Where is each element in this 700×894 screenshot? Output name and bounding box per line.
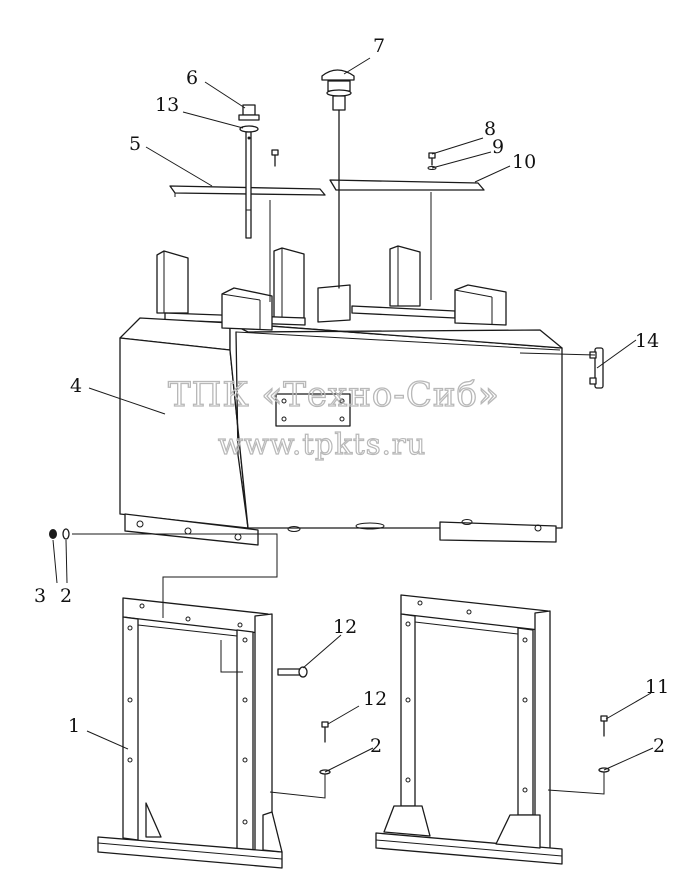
callout-3: 3 <box>34 585 46 607</box>
callout-8: 8 <box>484 118 496 140</box>
callout-2-nut: 2 <box>60 585 72 607</box>
callout-2-middle: 2 <box>370 735 382 757</box>
callout-9: 9 <box>492 136 504 158</box>
bolt-horizontal <box>277 666 308 678</box>
callout-1: 1 <box>68 715 80 737</box>
equipment-housing <box>119 317 563 546</box>
callout-4: 4 <box>70 375 82 397</box>
right-support-frame <box>375 594 563 865</box>
watermark-line-1: ТПК «Техно-Сиб» <box>168 375 500 415</box>
callout-11: 11 <box>645 676 669 698</box>
top-mounting-blocks <box>221 284 507 331</box>
callout-labels: 1 2 2 2 3 4 5 6 7 8 9 10 11 12 12 13 14 <box>34 35 669 757</box>
watermark: ТПК «Техно-Сиб» www.tpkts.ru <box>167 374 500 461</box>
long-bolt <box>238 104 260 239</box>
left-support-frame <box>97 597 283 869</box>
top-channel-supports <box>156 245 456 326</box>
callout-14: 14 <box>635 330 659 352</box>
small-screws <box>271 149 437 170</box>
callout-6: 6 <box>186 67 198 89</box>
callout-12-lower: 12 <box>363 688 387 710</box>
vertical-bolts <box>319 715 610 775</box>
top-plates <box>169 179 485 197</box>
nut-and-washer <box>49 528 70 540</box>
callout-2-right: 2 <box>653 735 665 757</box>
callout-13: 13 <box>155 94 179 116</box>
callout-12-upper: 12 <box>333 616 357 638</box>
callout-7: 7 <box>373 35 385 57</box>
callout-10: 10 <box>512 151 536 173</box>
assembly-guide-lines <box>72 192 605 799</box>
watermark-line-2: www.tpkts.ru <box>218 427 426 461</box>
callout-leaders <box>52 57 654 773</box>
callout-5: 5 <box>129 133 141 155</box>
side-handle <box>589 347 604 389</box>
breather-cap <box>321 69 355 289</box>
